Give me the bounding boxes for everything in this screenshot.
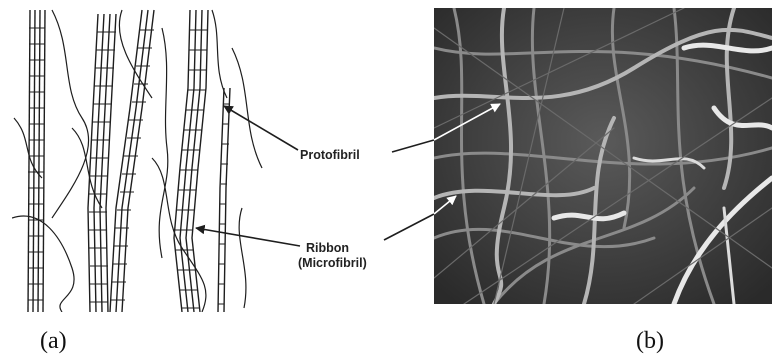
caption-b: (b)	[636, 328, 664, 355]
sem-micrograph-fibers	[434, 8, 772, 304]
ribbon-label: Ribbon	[306, 241, 349, 255]
caption-a: (a)	[40, 328, 67, 355]
protofibril-label: Protofibril	[300, 148, 360, 162]
schematic-fibril-drawing	[12, 8, 274, 312]
microfibril-label: (Microfibril)	[298, 256, 367, 270]
